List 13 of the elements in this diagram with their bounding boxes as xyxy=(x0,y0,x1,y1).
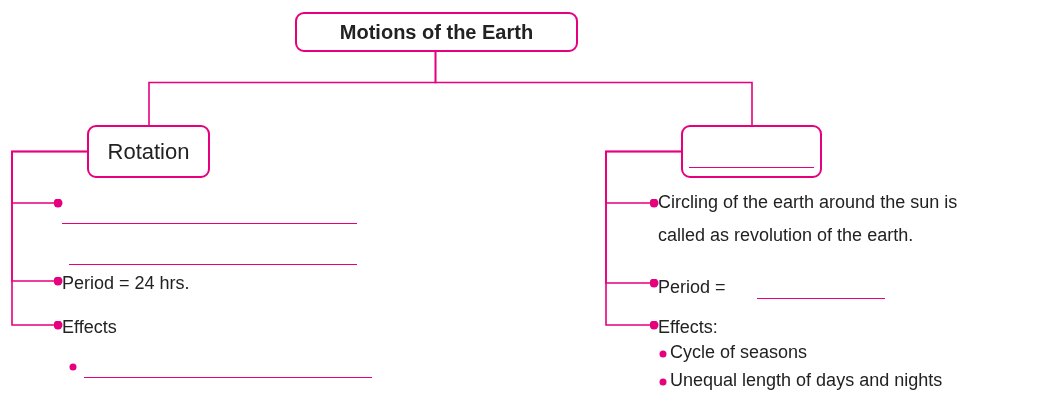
list-item-text: Effects xyxy=(62,310,152,340)
list-item-text: Unequal length of days and nights xyxy=(670,370,943,391)
list-item-text: Period = 24 hrs. xyxy=(62,266,222,296)
bullet-connector xyxy=(605,150,682,330)
title-box: Motions of the Earth xyxy=(295,12,578,52)
blank-topic-box xyxy=(681,125,822,178)
bullet-connector xyxy=(11,150,88,330)
list-item-text: Period = xyxy=(658,270,748,300)
connector-line xyxy=(434,51,753,126)
list-item-text: Circling of the earth around the sun is called as revolution of the earth. xyxy=(658,186,963,252)
topic-box: Rotation xyxy=(87,125,210,178)
list-item-text: Effects: xyxy=(658,310,748,340)
list-item-text: Cycle of seasons xyxy=(670,342,808,363)
